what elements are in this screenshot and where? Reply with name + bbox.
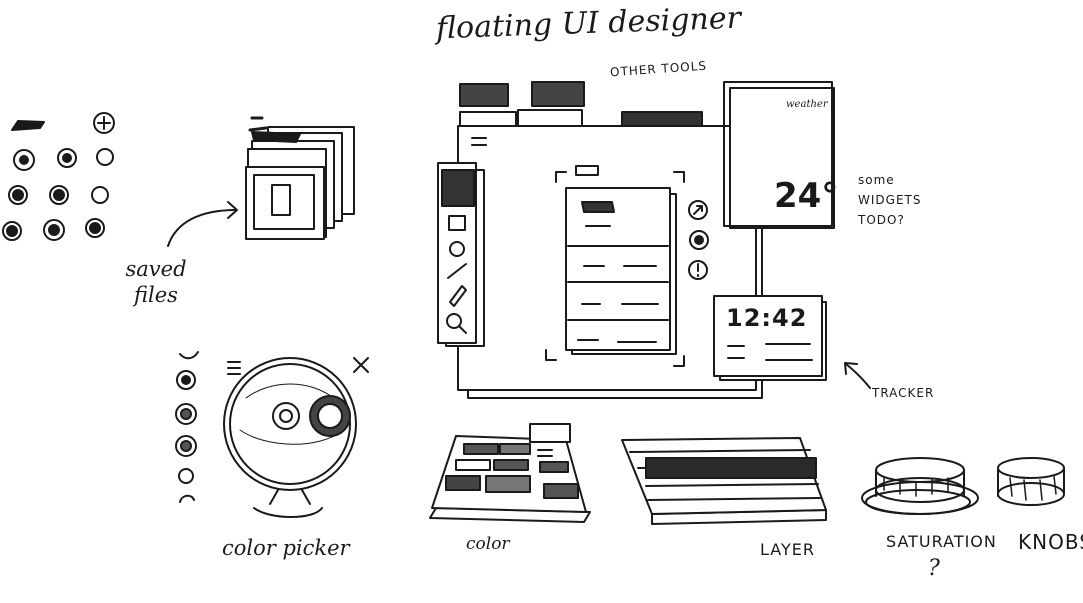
collapse-icon [471, 137, 487, 146]
circle-icon [8, 185, 28, 205]
circle-icon [2, 221, 22, 241]
weather-widget [723, 81, 835, 229]
swatch-icon [176, 370, 196, 390]
brush-tool-icon [449, 285, 467, 307]
color-picker-label: color picker [222, 536, 350, 560]
info-icon [688, 260, 708, 280]
saturation-knob [861, 457, 979, 515]
swatch-icon [175, 403, 197, 425]
arrow-to-clock [845, 363, 871, 389]
knob [997, 457, 1065, 506]
color-wheel [223, 357, 357, 491]
swatch-icon [175, 435, 197, 457]
circle-icon [96, 148, 114, 166]
color-picker [175, 351, 369, 518]
knobs-label: KNOBS [1018, 530, 1083, 554]
circle-icon [43, 219, 65, 241]
layer-panel [621, 437, 827, 525]
question-mark: ? [928, 556, 940, 581]
saved-files-label: saved files [125, 257, 187, 307]
clock-widget [713, 295, 871, 389]
central-panel [545, 165, 709, 367]
circle-icon [57, 148, 77, 168]
saturation-label: SATURATION [886, 532, 997, 551]
line-tool-icon [447, 263, 467, 279]
circle-icon [91, 186, 109, 204]
color-label: color [466, 534, 510, 554]
zoom-icon [446, 313, 462, 329]
circle-icon [13, 149, 35, 171]
add-icon [93, 112, 115, 134]
temperature-display: 24° [774, 176, 839, 216]
tracker-label: TRACKER [872, 386, 935, 400]
widgets-note: some WIDGETS TODO? [858, 173, 922, 227]
settings-icon [689, 230, 709, 250]
vertical-toolbar [437, 162, 485, 347]
circle-icon [85, 218, 105, 238]
icon-grid [2, 112, 115, 241]
arrow-icon [688, 200, 708, 220]
menu-icon [227, 361, 241, 375]
saved-files-stack [167, 116, 355, 247]
weather-title: weather [786, 99, 828, 110]
swatch-icon [178, 468, 194, 484]
square-tool-icon [448, 215, 466, 231]
arrow-to-saved-files [167, 209, 237, 247]
circle-tool-icon [449, 241, 465, 257]
color-palette [429, 423, 591, 523]
layer-label: LAYER [760, 540, 815, 559]
close-icon [353, 357, 369, 373]
circle-icon [49, 185, 69, 205]
pen-icon [11, 120, 45, 131]
clock-display: 12:42 [726, 304, 808, 332]
